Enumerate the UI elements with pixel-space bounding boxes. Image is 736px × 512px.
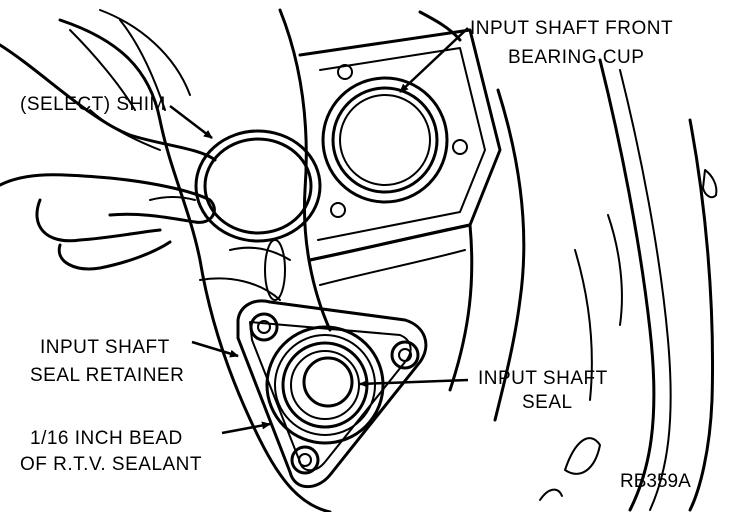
label-rtv-bead-line2: OF R.T.V. SEALANT — [20, 454, 202, 475]
label-bearing-cup-line2: BEARING CUP — [508, 47, 644, 68]
callout-bearing-cup: INPUT SHAFT FRONT BEARING CUP — [470, 18, 673, 68]
transmission-case — [58, 8, 718, 512]
callout-seal: INPUT SHAFT SEAL — [478, 368, 608, 413]
seal-retainer — [236, 299, 428, 489]
bearing-cup — [321, 64, 468, 218]
label-seal-line1: INPUT SHAFT — [478, 368, 608, 389]
label-bearing-cup-line1: INPUT SHAFT FRONT — [470, 18, 673, 39]
label-rtv-bead-line1: 1/16 INCH BEAD — [30, 428, 183, 449]
technician-hand — [0, 19, 217, 271]
label-shim: (SELECT) SHIM — [20, 94, 166, 115]
callout-shim: (SELECT) SHIM — [20, 94, 166, 115]
callout-seal-retainer: INPUT SHAFT SEAL RETAINER — [30, 337, 184, 386]
leader-seal-retainer — [191, 340, 239, 358]
leader-seal — [359, 378, 469, 388]
label-seal-retainer-line1: INPUT SHAFT — [40, 337, 170, 358]
label-seal-line2: SEAL — [522, 392, 573, 413]
leader-lines — [169, 27, 469, 435]
leader-rtv-bead — [221, 421, 271, 435]
select-shim — [194, 129, 322, 243]
figure-code: RB359A — [620, 471, 691, 492]
callout-rtv-bead: 1/16 INCH BEAD OF R.T.V. SEALANT — [20, 428, 202, 475]
leader-bearing-cup — [399, 27, 469, 93]
label-seal-retainer-line2: SEAL RETAINER — [30, 365, 184, 386]
leader-shim — [169, 105, 213, 139]
